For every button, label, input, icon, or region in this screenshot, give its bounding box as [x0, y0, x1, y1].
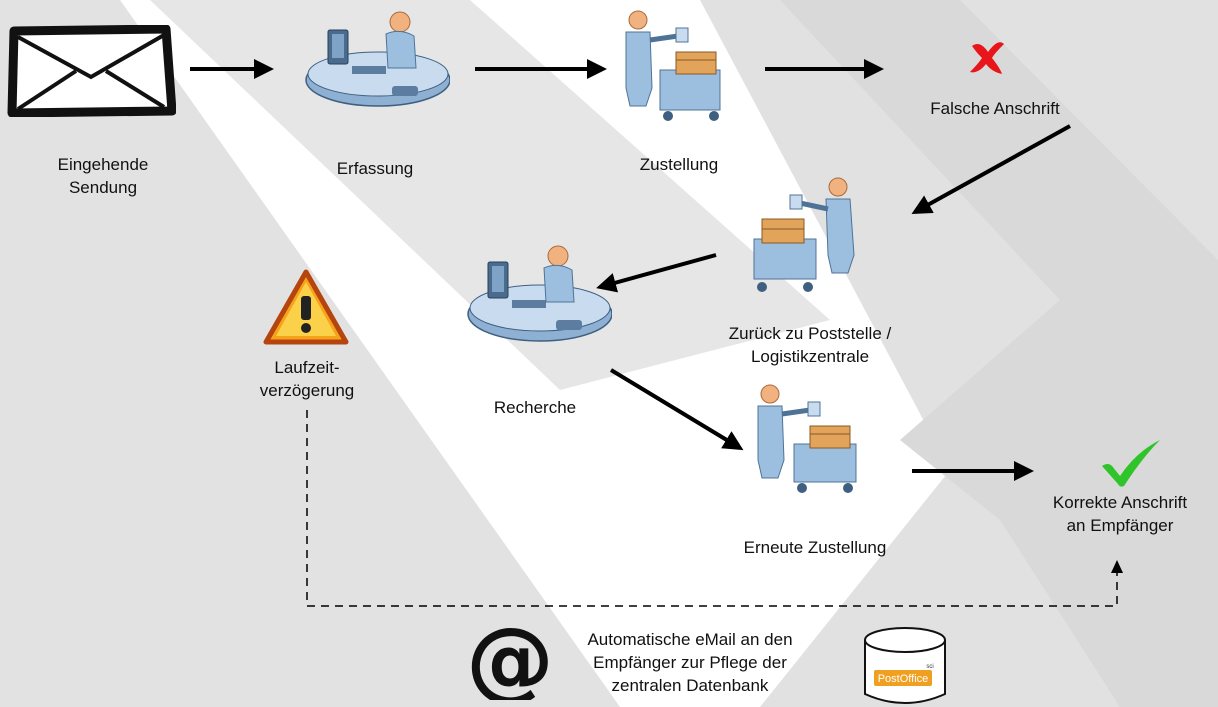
svg-text:@: @ [470, 620, 550, 700]
database-logo-small: sci [926, 664, 933, 670]
green-checkmark-icon [1102, 440, 1160, 487]
label-redelivery: Erneute Zustellung [743, 538, 887, 557]
mail-cart-courier-redelivery-icon [757, 384, 857, 493]
arrow-return-to-research [596, 253, 717, 293]
arrow-wrong-address-to-return [911, 124, 1071, 214]
label-email-line3: zentralen Datenbank [611, 676, 769, 695]
office-workstation-icon [305, 11, 450, 107]
label-delay: Laufzeit- verzögerung [232, 356, 382, 402]
label-return-line2: Logistikzentrale [750, 347, 870, 366]
label-correct-address: Korrekte Anschrift an Empfänger [1030, 491, 1210, 537]
label-email-line2: Empfänger zur Pflege der [593, 653, 787, 672]
red-cross-icon [970, 42, 1004, 74]
office-workstation-research-icon [467, 245, 612, 342]
database-logo-text: PostOffice [878, 673, 929, 685]
label-delivery: Zustellung [639, 155, 719, 174]
label-wrong-address: Falsche Anschrift [930, 99, 1060, 118]
background-band-upper [150, 0, 830, 390]
label-delay-line2: verzögerung [259, 381, 355, 400]
label-email-line1: Automatische eMail an den [587, 630, 793, 649]
label-correct-line2: an Empfänger [1066, 516, 1174, 535]
label-incoming-line1: Eingehende [57, 155, 149, 174]
background-band-chevron [700, 0, 1218, 707]
label-return-to-mailroom: Zurück zu Poststelle / Logistikzentrale [690, 322, 930, 368]
background-band-left [0, 0, 620, 707]
dashed-feedback-arrowhead [1111, 560, 1123, 573]
arrow-research-to-redelivery [609, 368, 744, 451]
warning-triangle-icon [263, 269, 349, 345]
mail-cart-courier-icon [625, 10, 721, 121]
label-capture: Erfassung [336, 159, 414, 178]
database-cylinder-icon: PostOffice sci [864, 627, 946, 704]
envelope-icon [7, 25, 176, 117]
label-automatic-email: Automatische eMail an den Empfänger zur … [560, 628, 820, 697]
mail-cart-courier-return-icon [753, 177, 855, 292]
label-return-line1: Zurück zu Poststelle / [728, 324, 892, 343]
at-sign-icon: @ [470, 620, 550, 700]
label-incoming-line2: Sendung [68, 178, 138, 197]
label-incoming-shipment: Eingehende Sendung [28, 153, 178, 199]
label-delay-line1: Laufzeit- [274, 358, 340, 377]
label-research: Recherche [493, 398, 577, 417]
postoffice-logo [874, 670, 932, 686]
dashed-feedback-line [306, 410, 1118, 607]
label-correct-line1: Korrekte Anschrift [1052, 493, 1188, 512]
